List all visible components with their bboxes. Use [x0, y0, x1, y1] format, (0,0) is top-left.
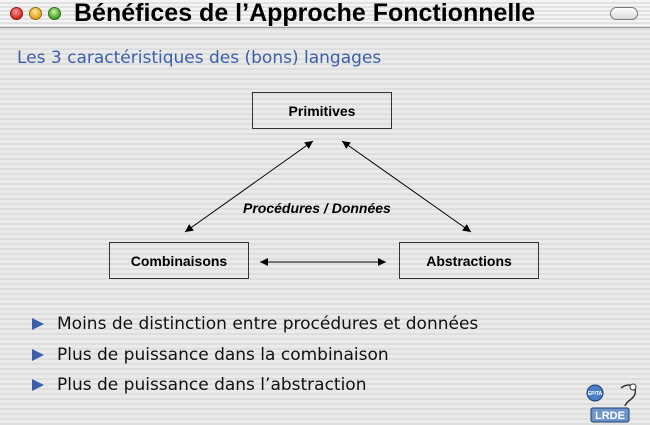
arrow-primitives-abstractions [341, 140, 472, 233]
box-primitives: Primitives [252, 92, 392, 129]
center-label: Procédures / Données [243, 200, 391, 216]
list-item: Plus de puissance dans la combinaison [32, 340, 478, 371]
list-item: Plus de puissance dans l’abstraction [32, 370, 478, 401]
logo-badge-text: EPITA [588, 391, 603, 397]
close-window-button[interactable] [10, 7, 23, 20]
logo-text: LRDE [595, 410, 625, 422]
zoom-window-button[interactable] [48, 7, 61, 20]
arrow-primitives-combinaisons [184, 140, 314, 233]
lrde-logo: EPITA LRDE [586, 383, 637, 423]
window-titlebar: Bénéfices de l’Approche Fonctionnelle [0, 0, 650, 28]
triangle-bullet-icon [32, 379, 44, 392]
toolbar-toggle-button[interactable] [610, 7, 638, 20]
bullet-list: Moins de distinction entre procédures et… [32, 309, 478, 401]
window-title: Bénéfices de l’Approche Fonctionnelle [74, 0, 536, 27]
triangle-bullet-icon [32, 348, 44, 361]
minimize-window-button[interactable] [29, 7, 42, 20]
triangle-bullet-icon [32, 318, 44, 331]
slide-subtitle: Les 3 caractéristiques des (bons) langag… [17, 48, 382, 68]
bullet-text: Plus de puissance dans l’abstraction [57, 375, 367, 396]
bullet-text: Plus de puissance dans la combinaison [57, 344, 389, 365]
box-combinaisons: Combinaisons [109, 242, 249, 279]
bullet-text: Moins de distinction entre procédures et… [57, 314, 479, 335]
box-abstractions: Abstractions [399, 242, 539, 279]
list-item: Moins de distinction entre procédures et… [32, 309, 478, 340]
